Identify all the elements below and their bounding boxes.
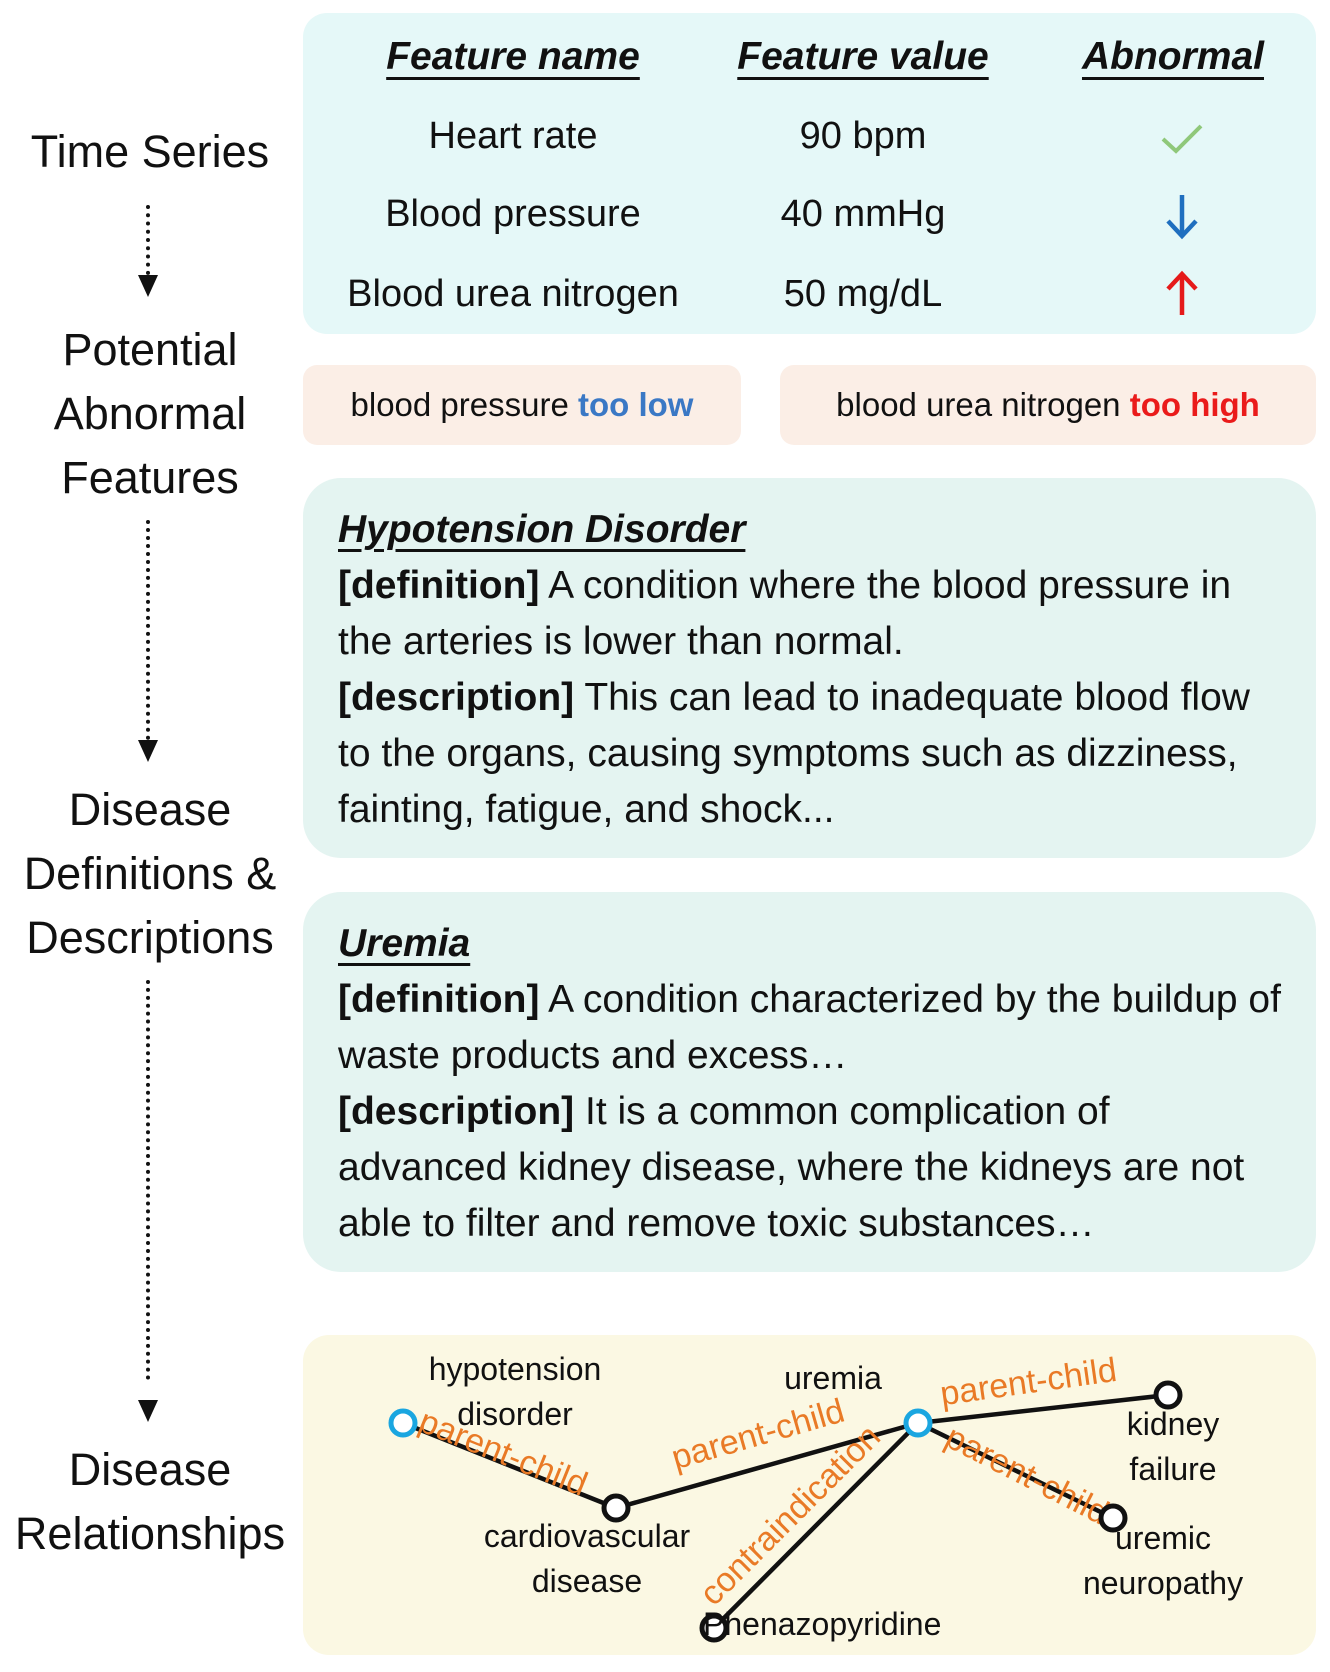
- stage-line: Definitions &: [23, 848, 277, 899]
- status-text: too high: [1129, 386, 1260, 423]
- dotted-arrow-line: [146, 980, 150, 1380]
- row-name: Blood pressure: [385, 193, 641, 235]
- stage-potential-abnormal-features: Potential Abnormal Features: [0, 318, 300, 510]
- disease-card-text: Uremia [definition] A condition characte…: [338, 916, 1286, 1252]
- status-text: too low: [578, 386, 694, 423]
- description-text: This can lead to inadequate blood flow t…: [338, 676, 1250, 831]
- stage-line: Relationships: [14, 1508, 286, 1559]
- graph-node: [1153, 1380, 1183, 1410]
- time-series-table: Feature name Feature value Abnormal Hear…: [303, 13, 1316, 334]
- node-label: failure: [1129, 1451, 1216, 1487]
- node-label: disorder: [457, 1396, 573, 1432]
- arrow-head-icon: [138, 275, 158, 297]
- definition-tag: [definition]: [338, 564, 540, 607]
- dotted-arrow-line: [146, 520, 150, 740]
- graph-svg: parent-child parent-child parent-child p…: [388, 1351, 1243, 1643]
- disease-card: Uremia [definition] A condition characte…: [303, 892, 1316, 1272]
- stage-disease-definitions: Disease Definitions & Descriptions: [0, 778, 300, 970]
- definition-text: A condition where the blood pressure in …: [338, 564, 1232, 663]
- stage-line: Time Series: [30, 126, 270, 177]
- graph-edge: [917, 1392, 1169, 1426]
- graph-node: [601, 1493, 631, 1523]
- abnormal-feature-pill: blood urea nitrogen too high: [780, 365, 1316, 445]
- definition-text: A condition characterized by the buildup…: [338, 978, 1281, 1077]
- relation-label: parent-child: [939, 1418, 1115, 1533]
- stage-line: Descriptions: [26, 912, 274, 963]
- feature-text: blood urea nitrogen: [836, 386, 1121, 423]
- row-value: 50 mg/dL: [783, 273, 943, 315]
- description-tag: [description]: [338, 1090, 575, 1133]
- disease-title: Hypotension Disorder: [338, 508, 746, 551]
- arrow-down-icon: [1162, 191, 1202, 246]
- abnormal-feature-pill: blood pressure too low: [303, 365, 741, 445]
- node-label: kidney: [1127, 1406, 1220, 1442]
- row-value: 40 mmHg: [780, 193, 946, 235]
- header-feature-value: Feature value: [737, 35, 989, 78]
- description-block: [description] This can lead to inadequat…: [338, 670, 1286, 838]
- row-name: Blood urea nitrogen: [347, 273, 679, 315]
- disease-relationship-graph: parent-child parent-child parent-child p…: [303, 1335, 1316, 1655]
- graph-edge: [402, 1420, 617, 1511]
- stage-disease-relationships: Disease Relationships: [0, 1438, 300, 1566]
- header-abnormal: Abnormal: [1081, 35, 1264, 78]
- definition-block: [definition] A condition characterized b…: [338, 972, 1286, 1084]
- node-label: uremic: [1115, 1520, 1211, 1556]
- header-feature-name: Feature name: [386, 35, 640, 78]
- node-label: Phenazopyridine: [703, 1606, 941, 1642]
- graph-edge: [712, 1421, 920, 1630]
- row-value: 90 bpm: [799, 115, 927, 157]
- definition-block: [definition] A condition where the blood…: [338, 558, 1286, 670]
- graph-node: [699, 1613, 729, 1643]
- disease-card: Hypotension Disorder [definition] A cond…: [303, 478, 1316, 858]
- disease-card-text: Hypotension Disorder [definition] A cond…: [338, 502, 1286, 838]
- definition-tag: [definition]: [338, 978, 540, 1021]
- stage-line: Disease: [68, 784, 232, 835]
- arrow-up-icon: [1162, 269, 1202, 324]
- dotted-arrow-line: [146, 205, 150, 275]
- arrow-head-icon: [138, 740, 158, 762]
- graph-node: [903, 1408, 933, 1438]
- stage-line: Abnormal: [53, 388, 247, 439]
- description-block: [description] It is a common complicatio…: [338, 1084, 1286, 1252]
- description-text: It is a common complication of advanced …: [338, 1090, 1245, 1245]
- feature-text: blood pressure: [350, 386, 569, 423]
- arrow-head-icon: [138, 1400, 158, 1422]
- stage-line: Features: [61, 452, 239, 503]
- node-label: hypotension: [429, 1351, 602, 1387]
- graph-node: [388, 1408, 418, 1438]
- node-label: disease: [532, 1563, 642, 1599]
- graph-node: [1098, 1503, 1128, 1533]
- description-tag: [description]: [338, 676, 575, 719]
- disease-title: Uremia: [338, 922, 471, 965]
- node-label: cardiovascular: [484, 1518, 691, 1554]
- node-label: neuropathy: [1083, 1565, 1243, 1601]
- check-icon: [1160, 121, 1204, 162]
- stage-line: Disease: [68, 1444, 232, 1495]
- node-label: uremia: [784, 1360, 882, 1396]
- stage-time-series: Time Series: [0, 120, 300, 184]
- stage-line: Potential: [62, 324, 238, 375]
- graph-edge: [615, 1420, 919, 1511]
- graph-edge: [917, 1420, 1114, 1521]
- row-name: Heart rate: [428, 115, 598, 157]
